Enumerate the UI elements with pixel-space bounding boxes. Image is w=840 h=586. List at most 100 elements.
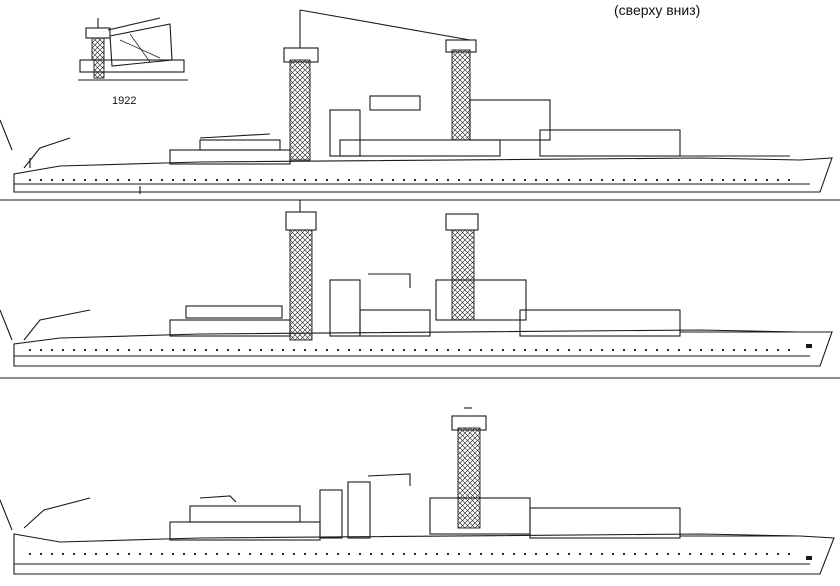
porthole: [435, 348, 439, 352]
porthole: [105, 348, 109, 352]
porthole: [314, 348, 318, 352]
porthole: [699, 552, 703, 556]
porthole: [710, 178, 714, 182]
porthole: [556, 348, 560, 352]
porthole: [149, 348, 153, 352]
porthole: [39, 348, 43, 352]
porthole: [204, 348, 208, 352]
porthole: [303, 552, 307, 556]
porthole: [655, 348, 659, 352]
porthole: [39, 178, 43, 182]
porthole: [358, 178, 362, 182]
porthole: [28, 178, 32, 182]
porthole: [336, 552, 340, 556]
porthole: [413, 552, 417, 556]
ship-profile-middle: [13, 200, 833, 367]
porthole: [512, 552, 516, 556]
porthole: [622, 178, 626, 182]
porthole: [688, 178, 692, 182]
porthole: [523, 348, 527, 352]
porthole: [589, 178, 593, 182]
porthole: [50, 348, 54, 352]
porthole: [710, 552, 714, 556]
porthole: [567, 348, 571, 352]
porthole: [611, 552, 615, 556]
porthole: [633, 348, 637, 352]
porthole: [534, 178, 538, 182]
porthole: [578, 552, 582, 556]
porthole: [446, 178, 450, 182]
porthole: [479, 178, 483, 182]
porthole: [391, 552, 395, 556]
porthole: [655, 552, 659, 556]
porthole: [171, 348, 175, 352]
porthole: [666, 178, 670, 182]
porthole: [732, 348, 736, 352]
porthole: [523, 552, 527, 556]
porthole: [281, 552, 285, 556]
porthole: [402, 348, 406, 352]
porthole: [259, 178, 263, 182]
porthole: [688, 348, 692, 352]
porthole: [160, 348, 164, 352]
porthole: [732, 552, 736, 556]
porthole: [501, 178, 505, 182]
porthole: [743, 552, 747, 556]
ship-profile-bottom: [13, 407, 835, 575]
porthole: [72, 552, 76, 556]
porthole: [556, 178, 560, 182]
porthole: [578, 348, 582, 352]
porthole: [61, 552, 65, 556]
porthole: [424, 348, 428, 352]
porthole: [468, 552, 472, 556]
porthole: [171, 552, 175, 556]
porthole: [61, 178, 65, 182]
porthole: [303, 348, 307, 352]
porthole: [94, 552, 98, 556]
porthole: [171, 178, 175, 182]
porthole: [105, 552, 109, 556]
porthole: [28, 552, 32, 556]
porthole: [501, 552, 505, 556]
porthole: [754, 348, 758, 352]
porthole: [83, 348, 87, 352]
porthole: [633, 552, 637, 556]
porthole: [765, 348, 769, 352]
porthole: [281, 348, 285, 352]
porthole: [83, 552, 87, 556]
porthole: [116, 178, 120, 182]
porthole: [457, 178, 461, 182]
porthole: [204, 552, 208, 556]
porthole: [50, 178, 54, 182]
porthole: [347, 552, 351, 556]
porthole: [380, 348, 384, 352]
porthole: [160, 178, 164, 182]
porthole: [512, 348, 516, 352]
porthole: [292, 552, 296, 556]
porthole: [424, 178, 428, 182]
porthole: [776, 348, 780, 352]
porthole: [754, 178, 758, 182]
porthole: [457, 552, 461, 556]
porthole: [248, 348, 252, 352]
porthole: [270, 348, 274, 352]
porthole: [765, 178, 769, 182]
porthole: [138, 178, 142, 182]
porthole: [644, 348, 648, 352]
porthole: [567, 178, 571, 182]
porthole: [182, 552, 186, 556]
porthole: [259, 348, 263, 352]
porthole: [149, 552, 153, 556]
porthole: [567, 552, 571, 556]
porthole: [237, 348, 241, 352]
caption-order: (сверху вниз): [614, 2, 701, 18]
porthole: [347, 348, 351, 352]
porthole: [94, 348, 98, 352]
porthole: [226, 348, 230, 352]
ship-profile-top: [13, 9, 833, 194]
porthole: [72, 178, 76, 182]
porthole: [281, 178, 285, 182]
porthole: [787, 348, 791, 352]
porthole: [666, 552, 670, 556]
